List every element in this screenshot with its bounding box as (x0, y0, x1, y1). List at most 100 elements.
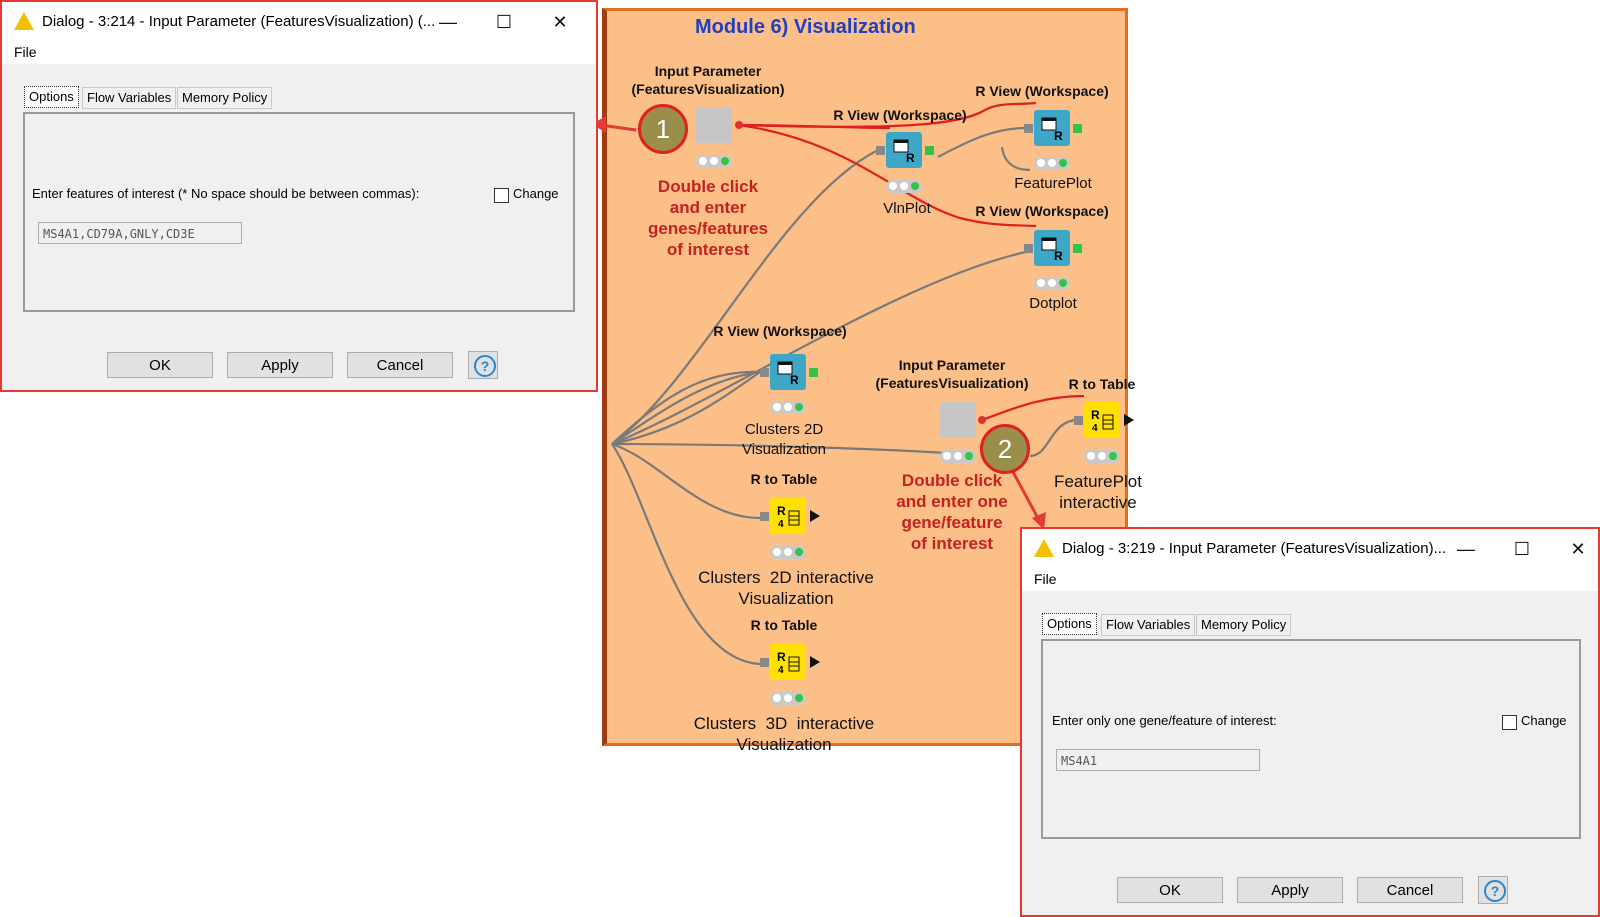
warning-icon (1034, 539, 1054, 557)
svg-text:R: R (777, 504, 786, 518)
featureplot-name: FeaturePlot (1014, 175, 1092, 192)
feature-input[interactable]: MS4A1 (1056, 749, 1260, 771)
input-parameter-node-2[interactable] (940, 402, 976, 438)
titlebar: Dialog - 3:219 - Input Parameter (Featur… (1022, 529, 1598, 569)
status-light (1034, 157, 1070, 170)
c2d-interactive-name: Clusters 2D interactive Visualization (698, 568, 874, 608)
apply-button[interactable]: Apply (227, 352, 333, 378)
clusters2d-type-label: R View (Workspace) (713, 323, 847, 339)
input-port[interactable] (876, 146, 885, 155)
input-port[interactable] (760, 658, 769, 667)
output-port[interactable] (978, 416, 986, 424)
output-port[interactable] (735, 121, 743, 129)
output-port-triangle[interactable] (1124, 414, 1134, 426)
ok-button[interactable]: OK (107, 352, 213, 378)
step-badge-2: 2 (980, 424, 1030, 474)
tab-memory-policy[interactable]: Memory Policy (177, 87, 273, 109)
r-view-icon: R (1041, 237, 1063, 263)
dialog-2: Dialog - 3:219 - Input Parameter (Featur… (1020, 527, 1600, 917)
tab-flow-variables[interactable]: Flow Variables (82, 87, 177, 109)
close-button[interactable]: ✕ (1570, 539, 1586, 559)
status-light (770, 692, 806, 705)
ok-button[interactable]: OK (1117, 877, 1223, 903)
input-parameter-node-1[interactable] (696, 107, 732, 143)
status-light (1034, 277, 1070, 290)
svg-text:4: 4 (1092, 423, 1098, 434)
status-light (696, 155, 732, 168)
svg-text:R: R (906, 151, 915, 165)
change-label: Change (1521, 713, 1567, 728)
menubar: File (1022, 569, 1598, 591)
input-port[interactable] (1074, 416, 1083, 425)
maximize-button[interactable]: ☐ (495, 12, 513, 32)
prompt-label: Enter features of interest (* No space s… (32, 186, 420, 201)
c3d-interactive-type-label: R to Table (750, 617, 818, 633)
change-checkbox[interactable] (1502, 715, 1517, 730)
options-panel (23, 112, 575, 312)
dotplot-node[interactable]: R (1034, 230, 1070, 266)
c3d-interactive-name: Clusters 3D interactive Visualization (693, 714, 875, 754)
dotplot-name: Dotplot (1029, 295, 1077, 312)
vln-type-label: R View (Workspace) (833, 107, 967, 123)
tab-options[interactable]: Options (1042, 613, 1097, 635)
vlnplot-node[interactable]: R (886, 132, 922, 168)
output-port-triangle[interactable] (810, 656, 820, 668)
clusters2d-name: Clusters 2D Visualization (742, 421, 826, 458)
svg-text:R: R (1054, 249, 1063, 263)
tab-flow-variables[interactable]: Flow Variables (1101, 614, 1196, 636)
help-button[interactable]: ? (468, 351, 498, 379)
menu-file[interactable]: File (14, 44, 37, 60)
r-view-icon: R (1041, 117, 1063, 143)
annotation-2: Double click and enter one gene/feature … (896, 471, 1008, 553)
output-port[interactable] (925, 146, 934, 155)
dialog-title: Dialog - 3:219 - Input Parameter (Featur… (1062, 540, 1447, 557)
input-port[interactable] (1024, 244, 1033, 253)
cancel-button[interactable]: Cancel (347, 352, 453, 378)
menu-file[interactable]: File (1034, 571, 1057, 587)
help-button[interactable]: ? (1478, 876, 1508, 904)
featureplot-node[interactable]: R (1034, 110, 1070, 146)
output-port-triangle[interactable] (810, 510, 820, 522)
status-light (1084, 450, 1120, 463)
dialog-1: Dialog - 3:214 - Input Parameter (Featur… (0, 0, 598, 392)
vlnplot-name: VlnPlot (883, 200, 931, 217)
input-port[interactable] (1024, 124, 1033, 133)
tab-memory-policy[interactable]: Memory Policy (1196, 614, 1292, 636)
svg-text:R: R (1054, 129, 1063, 143)
features-input[interactable]: MS4A1,CD79A,GNLY,CD3E (38, 222, 242, 244)
svg-text:R: R (790, 373, 799, 387)
minimize-button[interactable]: — (1457, 539, 1475, 559)
titlebar: Dialog - 3:214 - Input Parameter (Featur… (2, 2, 596, 42)
r-to-table-icon: R4 (1091, 408, 1114, 434)
options-panel (1041, 639, 1581, 839)
dialog-title: Dialog - 3:214 - Input Parameter (Featur… (42, 13, 436, 30)
tab-options[interactable]: Options (24, 86, 79, 108)
clusters2d-node[interactable]: R (770, 354, 806, 390)
input2-label: Input Parameter (FeaturesVisualization) (875, 357, 1029, 391)
fp-interactive-name: FeaturePlot interactive (1054, 472, 1142, 512)
output-port[interactable] (1073, 244, 1082, 253)
status-light (886, 180, 922, 193)
input1-label: Input Parameter (FeaturesVisualization) (631, 63, 785, 97)
workflow-title: Module 6) Visualization (695, 16, 916, 38)
change-checkbox[interactable] (494, 188, 509, 203)
feature-type-label: R View (Workspace) (975, 83, 1109, 99)
r-to-table-icon: R4 (777, 504, 800, 530)
input-port[interactable] (760, 368, 769, 377)
cancel-button[interactable]: Cancel (1357, 877, 1463, 903)
apply-button[interactable]: Apply (1237, 877, 1343, 903)
annotation-1: Double click and enter genes/features of… (648, 177, 768, 259)
input-port[interactable] (760, 512, 769, 521)
output-port[interactable] (809, 368, 818, 377)
minimize-button[interactable]: — (439, 12, 457, 32)
r-view-icon: R (777, 361, 799, 387)
prompt-label: Enter only one gene/feature of interest: (1052, 713, 1277, 728)
svg-text:4: 4 (778, 519, 784, 530)
output-port[interactable] (1073, 124, 1082, 133)
svg-text:4: 4 (778, 665, 784, 676)
close-button[interactable]: ✕ (552, 12, 568, 32)
maximize-button[interactable]: ☐ (1513, 539, 1531, 559)
